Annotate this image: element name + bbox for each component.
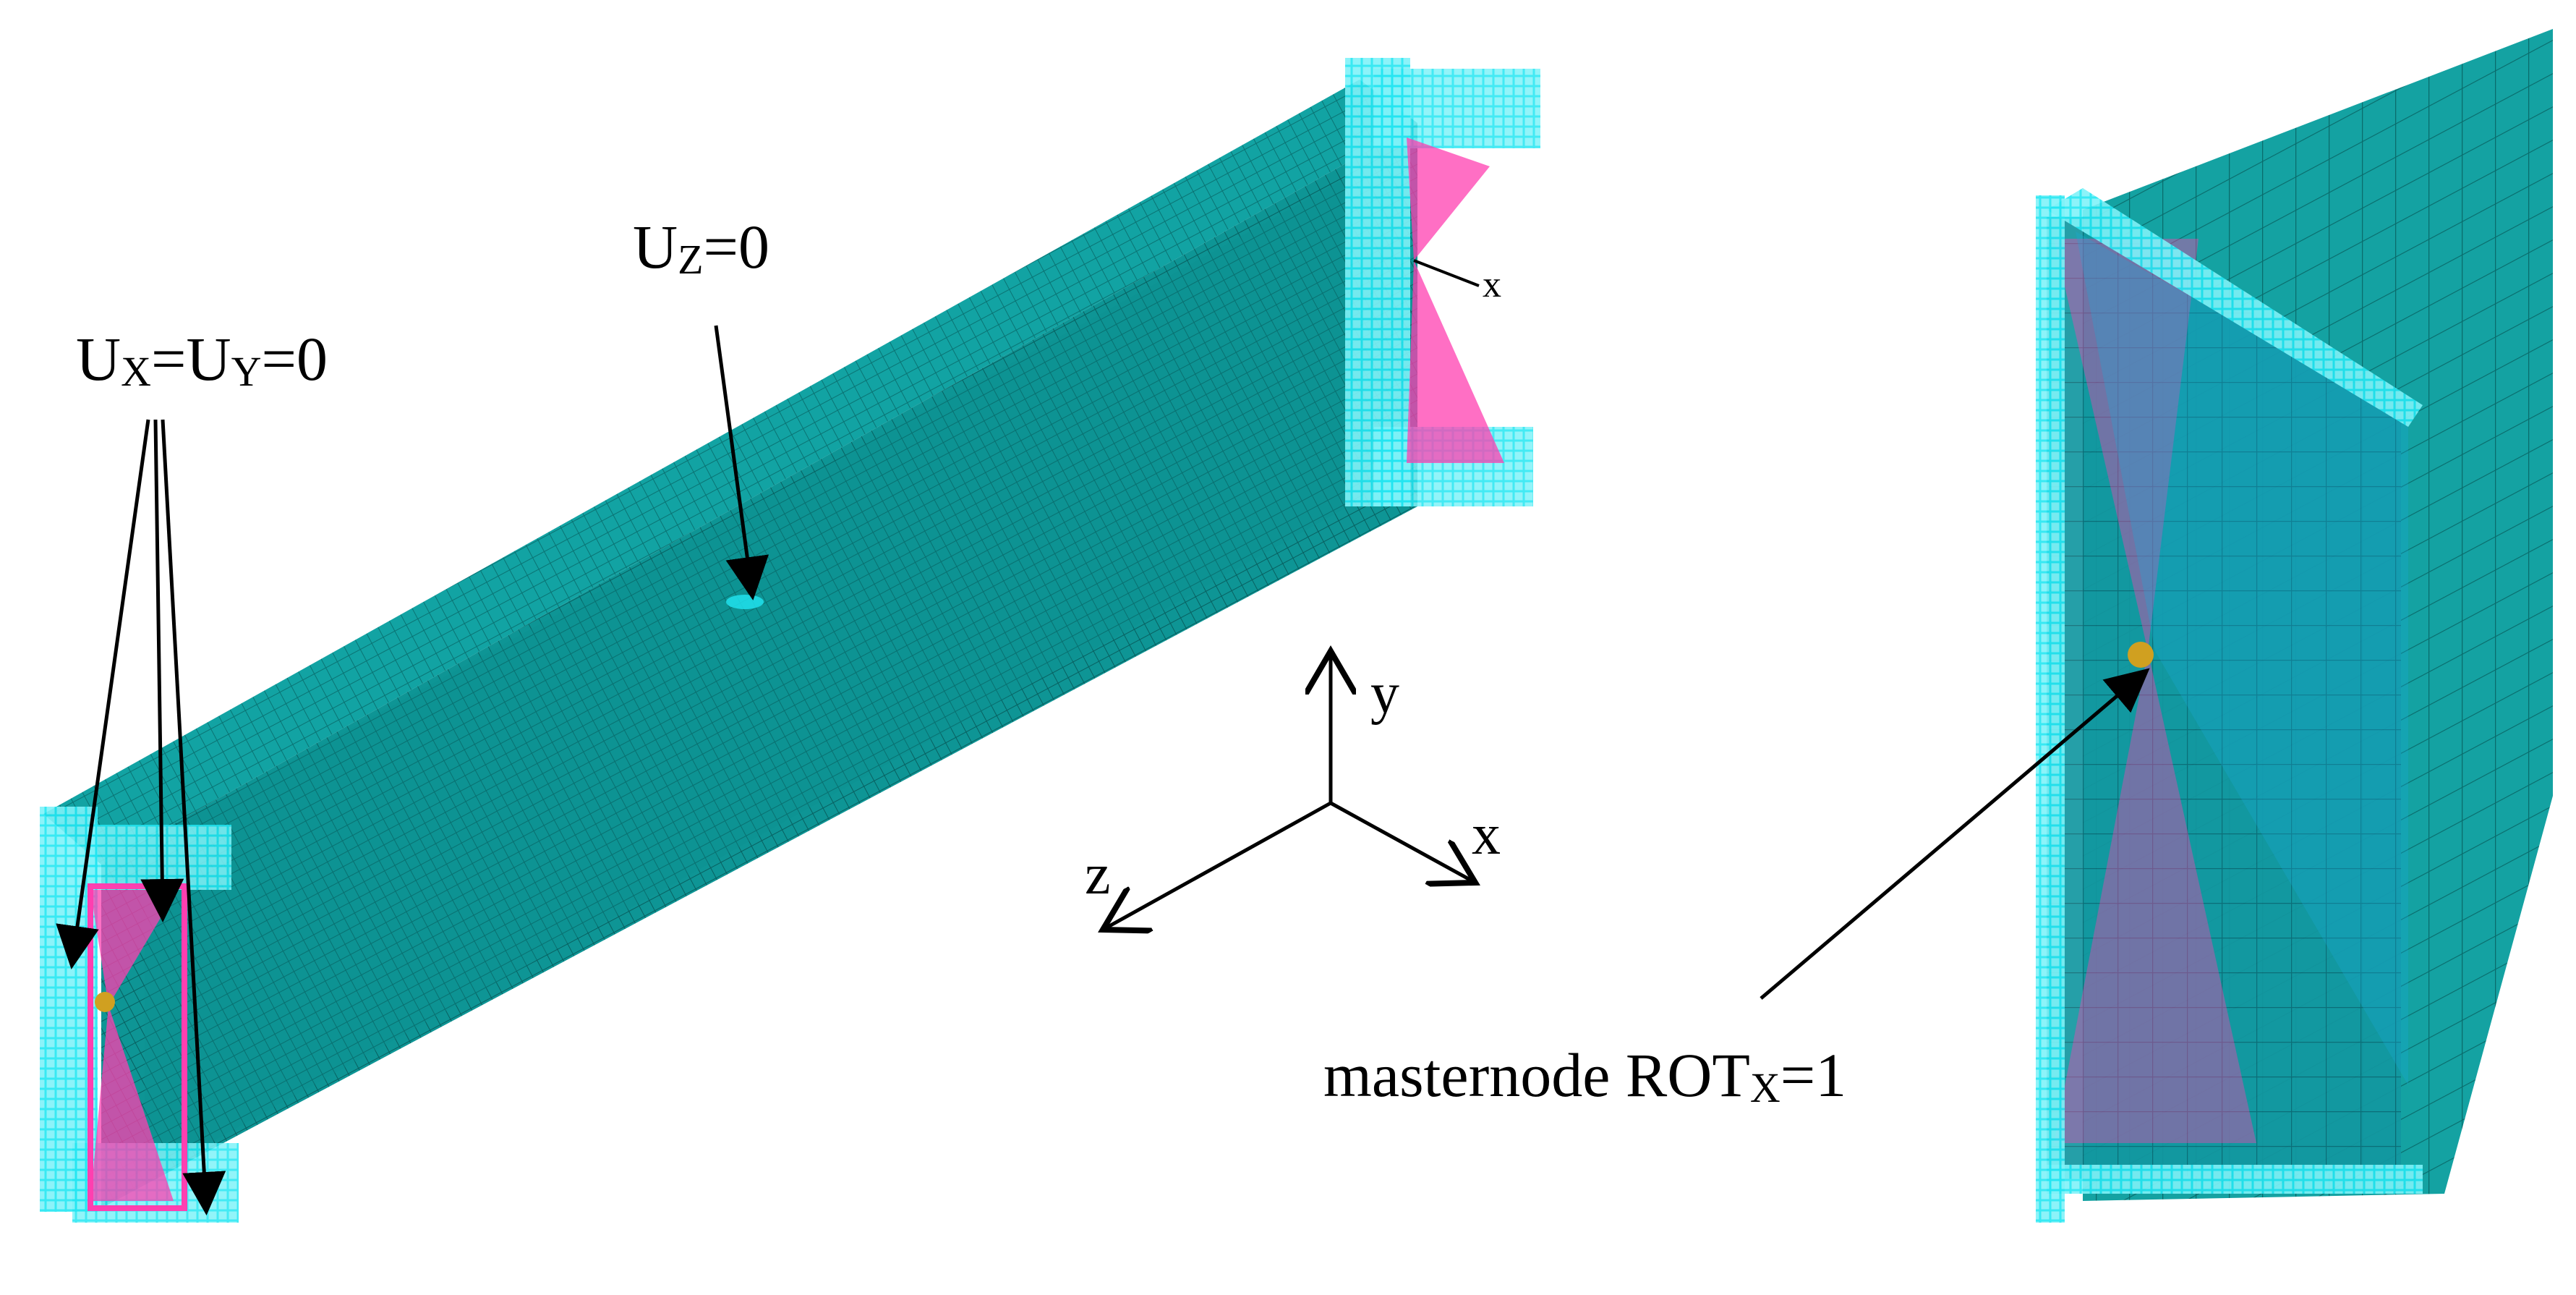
axis-y-label: y [1370, 662, 1399, 726]
uxuy-annotation: UX=UY=0 [56, 324, 328, 1215]
uz-label-u: U [633, 212, 678, 281]
uxuy-arrow-2 [140, 419, 184, 922]
right-magenta-fan-upper [1407, 137, 1490, 260]
uz-label-sub: Z [678, 236, 703, 283]
right-magenta-fan-lower [1407, 260, 1504, 463]
axis-triad: y x z [1085, 651, 1501, 930]
uz-constraint-marker [726, 595, 764, 609]
master-label-pre: masternode ROT [1323, 1040, 1750, 1110]
zoom-cyan-top-edge [2047, 188, 2423, 427]
uz-label-tail: =0 [704, 212, 770, 281]
beam-model: x [40, 58, 1540, 1223]
master-label: masternode ROTX=1 [1323, 1040, 1846, 1111]
left-magenta-fan-lower [90, 1006, 174, 1201]
axis-z-label: z [1085, 843, 1111, 906]
beam-side-face [101, 123, 1417, 1208]
zoom-magenta-fan-lower [2054, 651, 2256, 1143]
axis-x-line [1329, 801, 1475, 883]
uz-arrow [714, 325, 769, 600]
uxuy-label: UX=UY=0 [76, 324, 328, 395]
master-label-tail: =1 [1780, 1040, 1847, 1110]
master-annotation: masternode ROTX=1 [1323, 668, 2150, 1111]
beam-top-face [43, 80, 1417, 865]
uz-label: UZ=0 [633, 212, 769, 283]
left-master-node [95, 992, 115, 1012]
uxuy-label-mid: =U [151, 324, 231, 394]
zoom-magenta-fan-upper [2054, 239, 2198, 651]
left-cyan-flange-top [87, 825, 231, 890]
right-local-axis-label: x [1483, 264, 1501, 305]
uxuy-label-sub1: X [121, 348, 151, 395]
zoom-cyan-left-edge [2036, 195, 2065, 1223]
axis-z-line [1103, 801, 1332, 930]
right-cyan-flange-top [1374, 69, 1540, 148]
right-local-axis-line [1413, 259, 1480, 287]
right-end-constraints: x [1345, 58, 1540, 506]
uxuy-label-tail: =0 [262, 324, 328, 394]
uxuy-arrow-1 [56, 419, 150, 969]
zoom-cyan-bottom-edge [2047, 1165, 2423, 1194]
zoom-end-plate [2047, 217, 2401, 1179]
zoom-master-node [2128, 642, 2154, 668]
master-label-sub: X [1750, 1064, 1780, 1111]
uz-annotation: UZ=0 [633, 212, 769, 600]
beam-side-shade [145, 163, 1374, 1179]
zoom-blue-fan [2076, 232, 2408, 1085]
axis-x-label: x [1472, 803, 1501, 867]
zoomed-end-model [2036, 29, 2553, 1223]
uxuy-arrow-3 [161, 419, 226, 1215]
uxuy-label-sub2: Y [231, 348, 262, 395]
uxuy-label-u1: U [76, 324, 121, 394]
master-arrow [1760, 668, 2150, 1000]
left-magenta-frame [88, 883, 187, 1211]
